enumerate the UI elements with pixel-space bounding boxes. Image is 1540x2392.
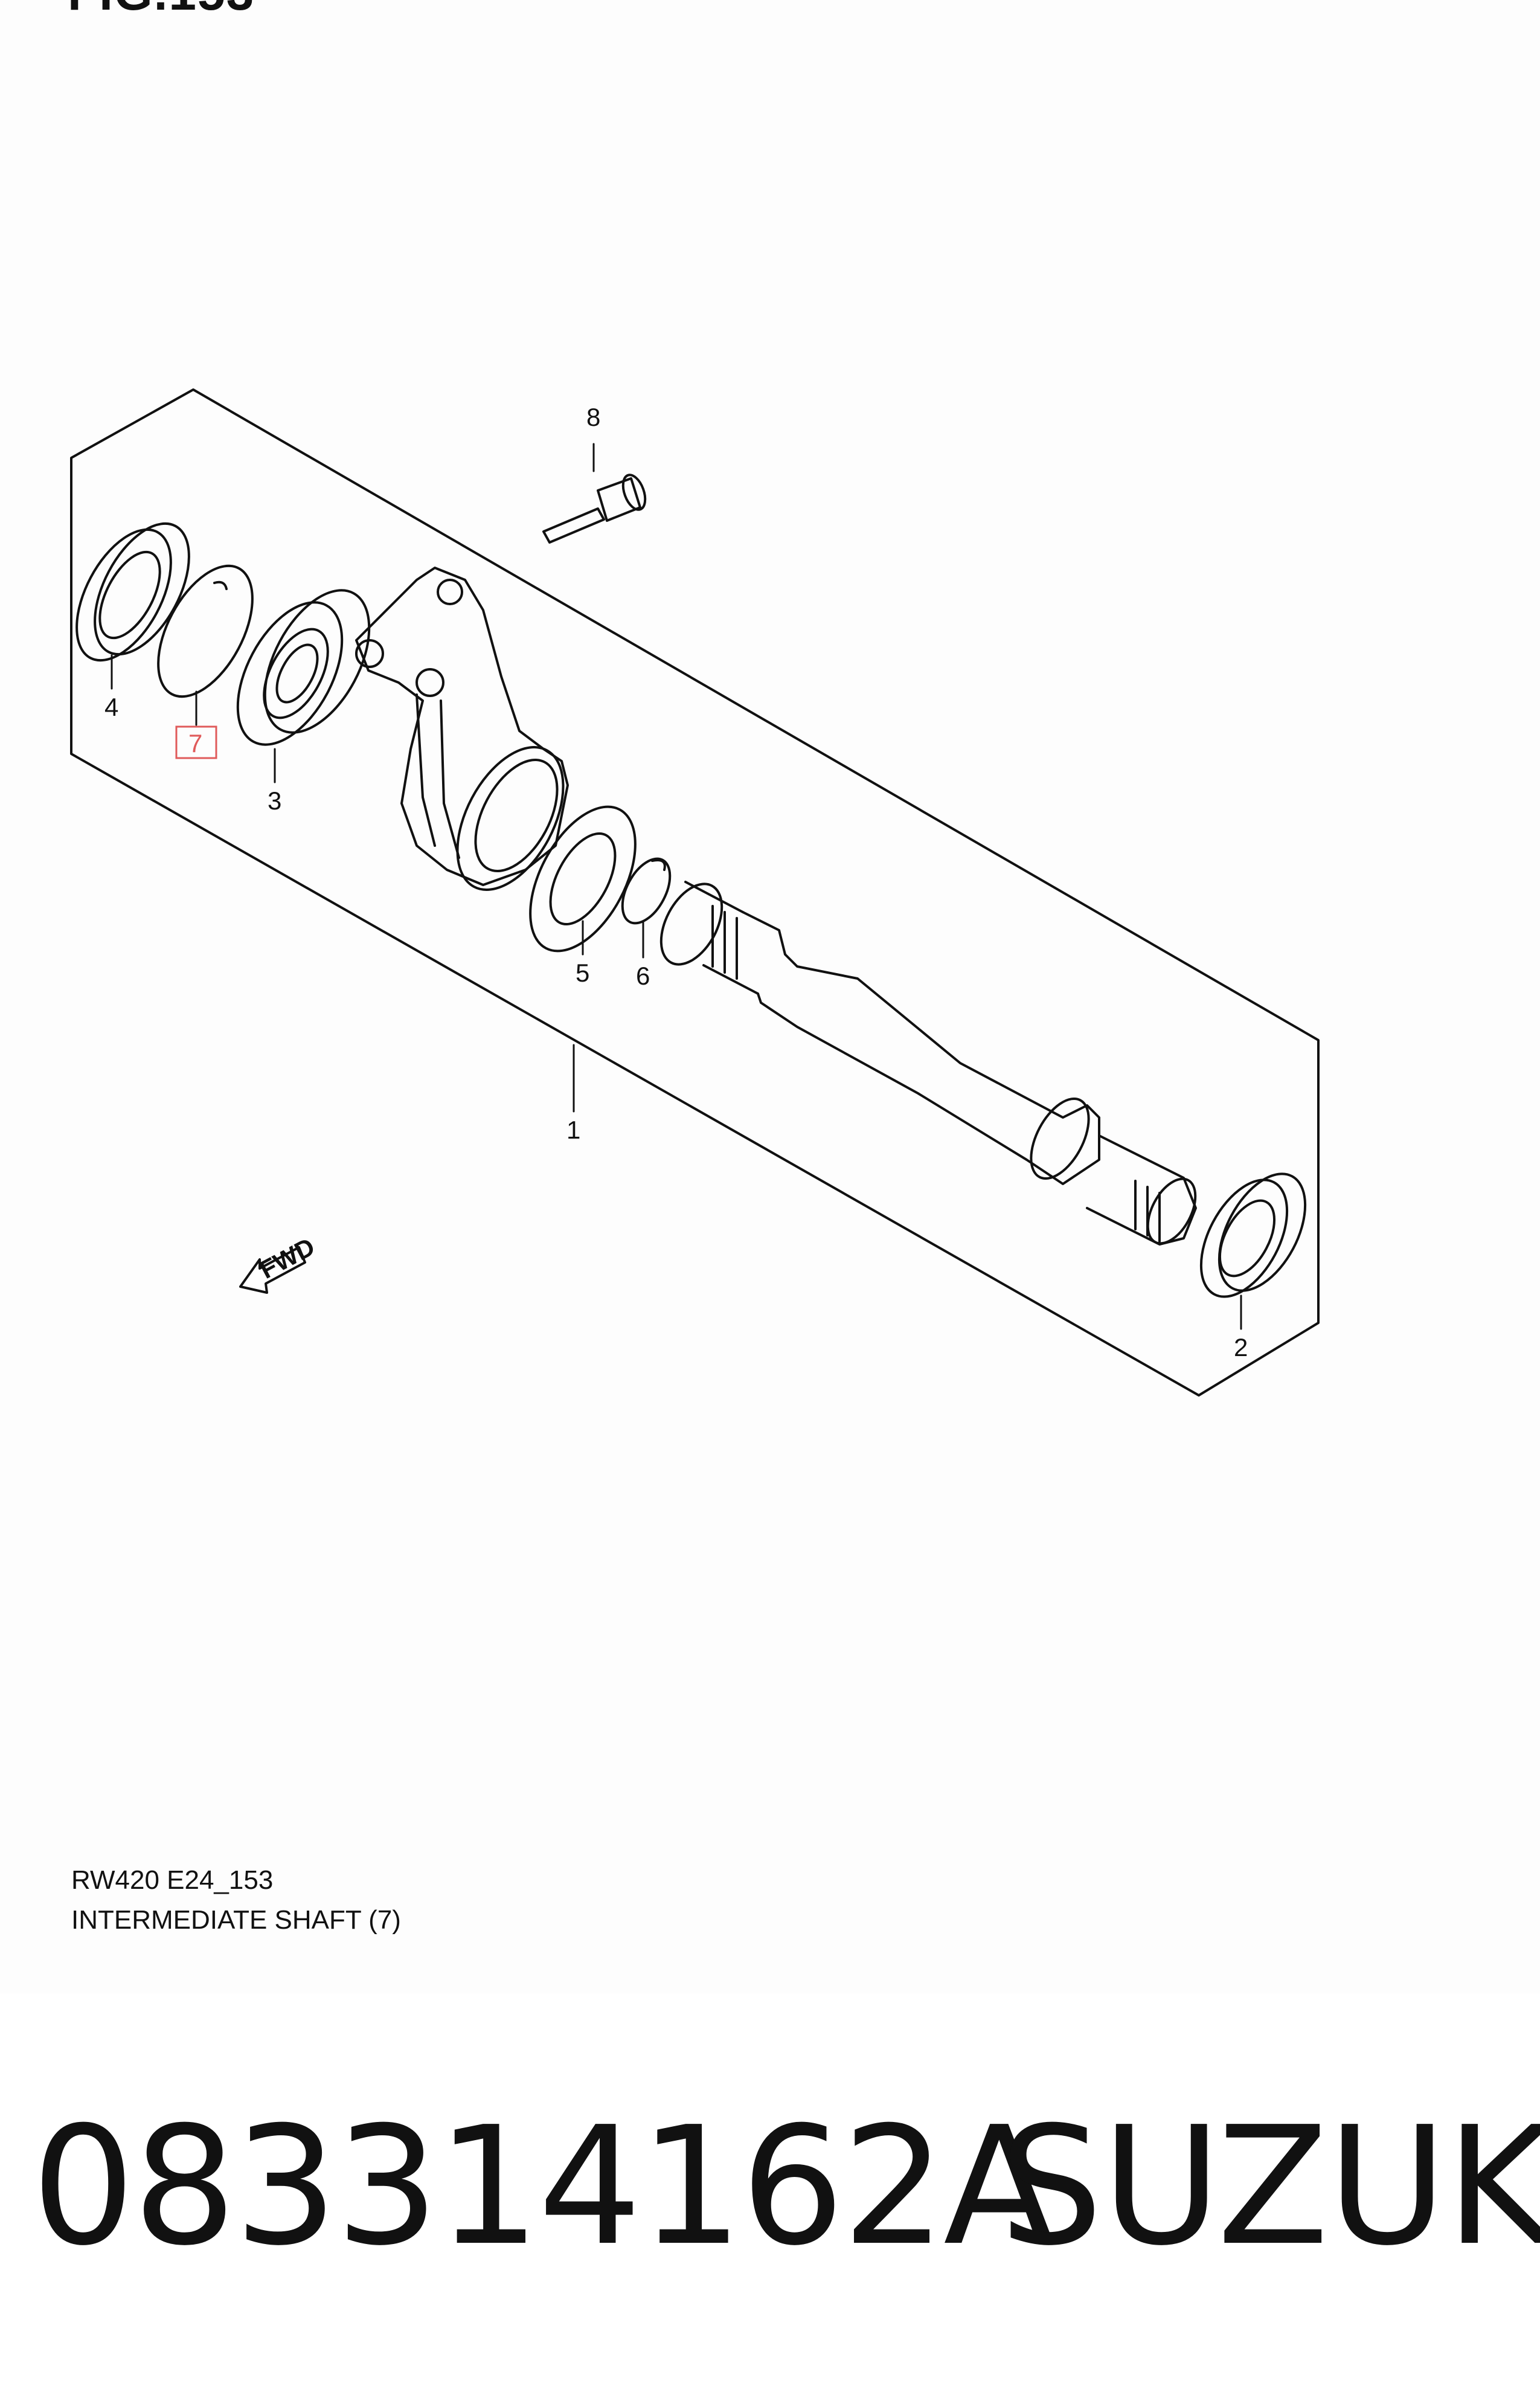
callout-7-highlight-box [175,725,217,759]
part-number: 083314162A [31,2091,1055,2281]
bearing-support-bracket [355,567,569,891]
callout-8: 8 [586,403,600,431]
callout-3: 3 [268,786,281,815]
bolt-8 [542,474,647,544]
figure-caption: RW420 E24_153 INTERMEDIATE SHAFT (7) [71,1860,401,1940]
oil-seal-4 [75,522,190,662]
callout-5: 5 [576,959,589,987]
callout-4: 4 [104,693,118,721]
callout-2: 2 [1234,1333,1248,1362]
figure-title: FIG.153 [68,0,255,22]
exploded-parts-diagram: FWD 4 7 3 8 5 6 1 2 [70,388,1320,1397]
callout-6: 6 [636,962,650,990]
footer-bar [0,1993,1540,2392]
washer-5 [529,805,637,953]
bearing-3 [236,589,371,746]
model-code: RW420 E24_153 [71,1865,274,1895]
forward-arrow-icon: FWD [239,1232,319,1294]
assembly-outline [70,388,1320,1397]
diagram-sheet: FIG.153 [68,0,1320,1940]
circlip-7 [157,564,254,698]
callout-1: 1 [566,1116,580,1144]
caption-title: INTERMEDIATE SHAFT (7) [71,1905,401,1935]
callout-7: 7 [188,729,202,757]
snap-ring-6 [621,857,672,925]
brand-name: SUZUKI [999,2091,1540,2281]
leader-lines [111,443,1242,1330]
oil-seal-2 [1199,1172,1307,1298]
fwd-label: FWD [255,1232,319,1284]
intermediate-shaft-1 [659,881,1197,1246]
